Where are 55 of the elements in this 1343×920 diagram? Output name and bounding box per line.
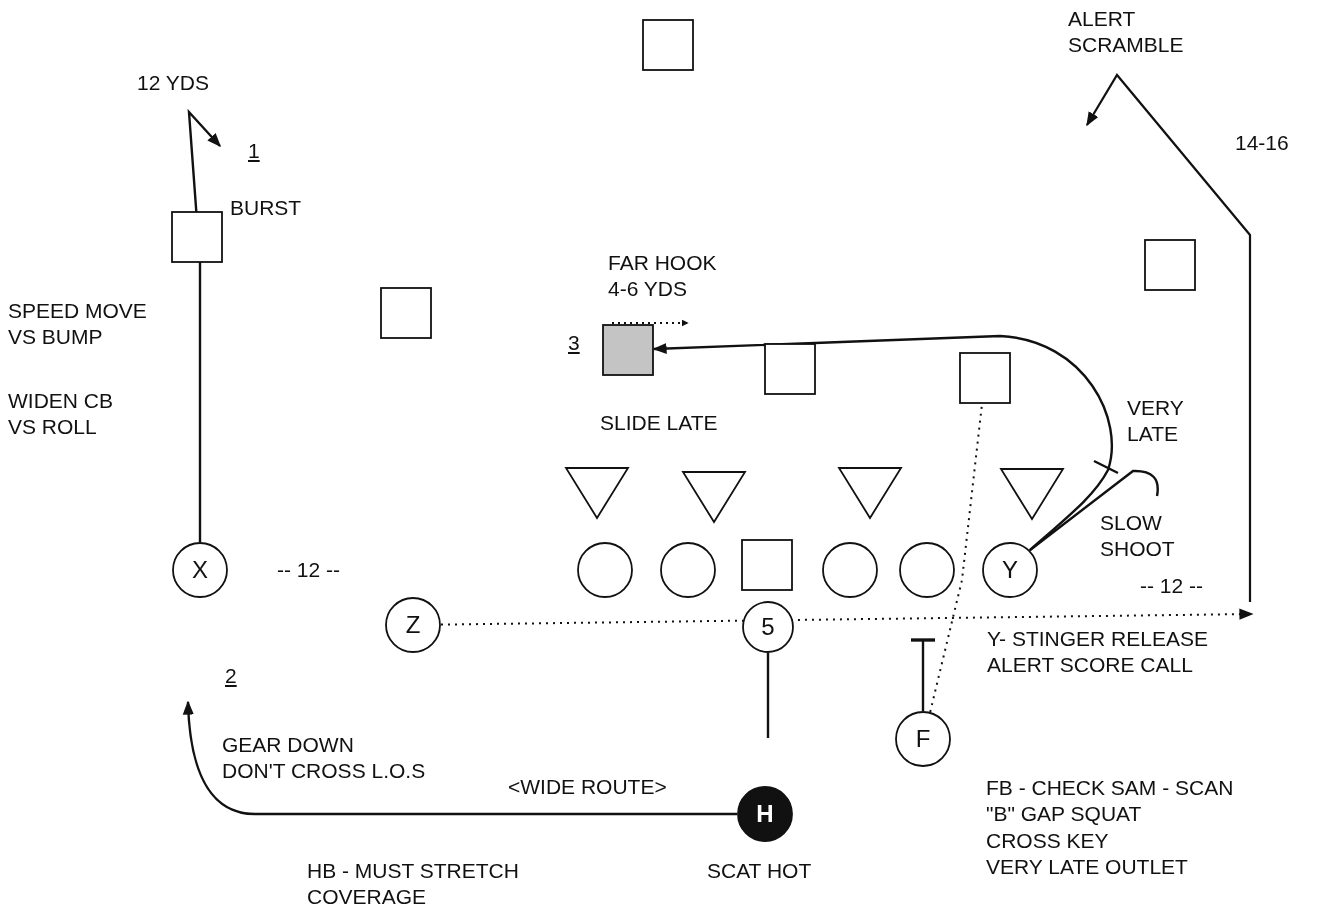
player-circle xyxy=(385,597,441,653)
play-note: 12 YDS xyxy=(137,70,209,96)
play-note: 14-16 xyxy=(1235,130,1289,156)
route-number: 1 xyxy=(248,138,260,164)
play-note: ALERT SCRAMBLE xyxy=(1068,6,1184,59)
play-note: Y- STINGER RELEASE ALERT SCORE CALL xyxy=(987,626,1208,679)
play-note: SLOW SHOOT xyxy=(1100,510,1175,563)
route-line xyxy=(766,653,770,738)
spacing-label: -- 12 -- xyxy=(1140,573,1203,599)
player-letter: 5 xyxy=(761,615,775,639)
play-note: SLIDE LATE xyxy=(600,410,718,436)
lineman-triangle xyxy=(1000,468,1064,520)
play-note: SPEED MOVE VS BUMP xyxy=(8,298,147,351)
player-letter: Z xyxy=(405,613,421,637)
player-circle xyxy=(660,542,716,598)
defender-square xyxy=(642,19,694,71)
play-note: BURST xyxy=(230,195,302,221)
dotted-line xyxy=(440,608,1254,626)
play-note: GEAR DOWN DON'T CROSS L.O.S xyxy=(222,732,426,785)
player-circle xyxy=(742,601,794,653)
defender-square xyxy=(764,343,816,395)
player-letter: Y xyxy=(1002,558,1018,582)
player-circle xyxy=(822,542,878,598)
player-circle xyxy=(899,542,955,598)
route-line xyxy=(909,638,937,711)
route-arrow xyxy=(187,108,221,542)
play-note: FAR HOOK 4-6 YDS xyxy=(608,250,717,303)
play-note: HB - MUST STRETCH COVERAGE xyxy=(307,858,519,911)
play-note: SCAT HOT xyxy=(707,858,812,884)
player-circle xyxy=(895,711,951,767)
defender-square xyxy=(380,287,432,339)
defender-square xyxy=(171,211,223,263)
lineman-triangle xyxy=(565,467,629,519)
route-number: 2 xyxy=(225,663,237,689)
lineman-triangle xyxy=(682,471,746,523)
player-letter: X xyxy=(192,558,208,582)
player-circle xyxy=(737,786,793,842)
play-note: <WIDE ROUTE> xyxy=(508,774,667,800)
defender-square xyxy=(959,352,1011,404)
player-circle xyxy=(172,542,228,598)
spacing-label: -- 12 -- xyxy=(277,557,340,583)
route-line xyxy=(1029,469,1159,552)
player-circle xyxy=(577,542,633,598)
defender-square xyxy=(741,539,793,591)
play-note: VERY LATE xyxy=(1127,395,1184,448)
play-note: WIDEN CB VS ROLL xyxy=(8,388,113,441)
route-arrow xyxy=(183,700,737,816)
player-circle xyxy=(982,542,1038,598)
player-letter: F xyxy=(915,727,931,751)
defender-square xyxy=(602,324,654,376)
player-letter: H xyxy=(756,802,774,826)
play-note: FB - CHECK SAM - SCAN "B" GAP SQUAT CROSS KEY VERY LATE OUTLET xyxy=(986,775,1234,880)
lineman-triangle xyxy=(838,467,902,519)
defender-square xyxy=(1144,239,1196,291)
route-number: 3 xyxy=(568,330,580,356)
